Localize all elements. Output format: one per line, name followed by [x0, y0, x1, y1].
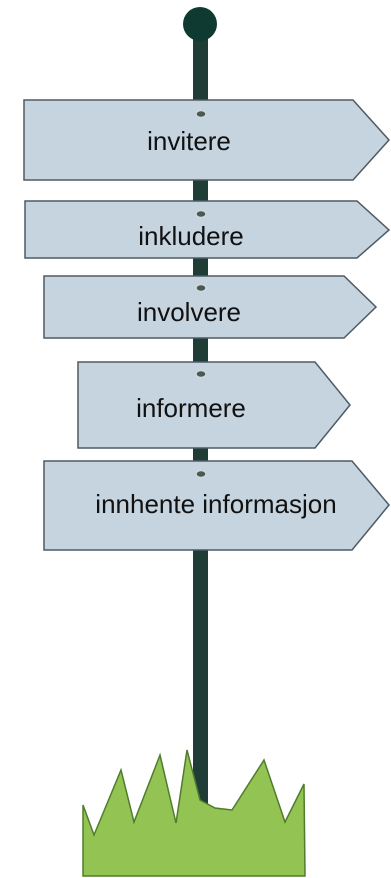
- sign-board: [23, 99, 391, 181]
- sign-innhente-informasjon: innhente informasjon: [43, 460, 390, 551]
- sign-nail: [195, 369, 207, 379]
- grass-tuft: [82, 749, 306, 877]
- sign-board: [43, 460, 390, 551]
- sign-invitere: invitere: [23, 99, 391, 181]
- sign-label: innhente informasjon: [95, 489, 336, 519]
- pole-cap: [183, 7, 217, 41]
- sign-label: invitere: [147, 126, 231, 156]
- sign-label: inkludere: [138, 221, 244, 251]
- sign-board: [24, 200, 391, 259]
- sign-board: [43, 275, 378, 339]
- sign-informere: informere: [77, 361, 351, 449]
- sign-label: involvere: [137, 297, 241, 327]
- sign-nail: [195, 209, 207, 219]
- sign-nail: [195, 283, 207, 293]
- sign-inkludere: inkludere: [24, 200, 391, 259]
- sign-nail: [195, 109, 207, 119]
- sign-label: informere: [136, 393, 246, 423]
- sign-board: [77, 361, 351, 449]
- sign-nail: [195, 469, 207, 479]
- sign-involvere: involvere: [43, 275, 378, 339]
